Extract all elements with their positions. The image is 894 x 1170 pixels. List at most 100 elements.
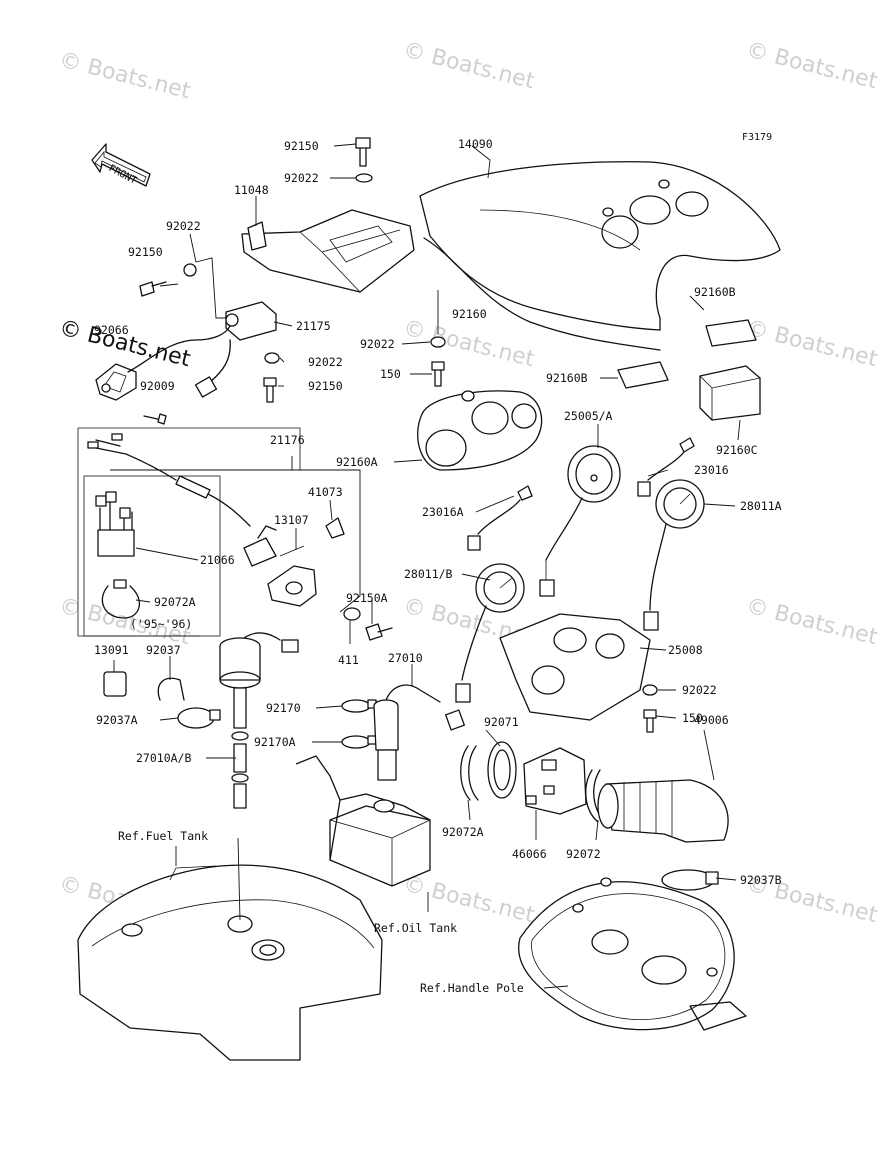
wire-13107 — [279, 545, 305, 557]
label-92022-center: 92022 — [360, 337, 395, 351]
label-27010AB: 27010A/B — [136, 751, 191, 765]
pickup-27010 — [373, 684, 465, 781]
label-92170A: 92170A — [254, 735, 296, 749]
label-25008: 25008 — [668, 643, 703, 657]
band-92072A-bottom — [460, 745, 479, 801]
label-92037A: 92037A — [96, 713, 138, 727]
label-92160C: 92160C — [716, 443, 758, 457]
watermark-bottom-center: © Boats.net — [401, 872, 538, 929]
washer-92022-top — [355, 173, 373, 183]
seal-92160 — [423, 237, 661, 351]
label-14090: 14090 — [458, 137, 493, 151]
cap-13091 — [103, 671, 127, 697]
label-21175: 21175 — [296, 319, 331, 333]
note-years: ('95~'96) — [130, 617, 192, 631]
label-92150-mid: 92150 — [308, 379, 343, 393]
bolt-92150-left — [139, 281, 167, 297]
label-28011A: 28011A — [740, 499, 782, 513]
grommet-92071 — [487, 741, 517, 799]
clamp-92037B — [661, 869, 719, 891]
plate-25008 — [499, 613, 651, 721]
inset-box-21066 — [83, 475, 221, 637]
band-92072A-box — [101, 579, 140, 619]
label-411: 411 — [338, 653, 359, 667]
bolt-92150-top — [355, 137, 371, 167]
label-92072A-box: 92072A — [154, 595, 196, 609]
sensor-23016 — [637, 437, 695, 497]
label-92022-mid: 92022 — [308, 355, 343, 369]
switch-13107 — [267, 565, 317, 607]
harness-wire-left — [127, 325, 231, 373]
label-23016: 23016 — [694, 463, 729, 477]
label-92066: 92066 — [94, 323, 129, 337]
sensor-23016A — [467, 485, 533, 551]
label-92072: 92072 — [566, 847, 601, 861]
filter-46066 — [523, 747, 587, 815]
bellows-49006 — [597, 779, 729, 843]
label-92072A-bottom: 92072A — [442, 825, 484, 839]
label-92160A: 92160A — [336, 455, 378, 469]
gauge-28011A — [643, 479, 705, 631]
label-150-center: 150 — [380, 367, 401, 381]
watermark-low-right: © Boats.net — [744, 594, 881, 651]
label-150-right: 150 — [682, 711, 703, 725]
washer-92022-right — [642, 684, 658, 696]
bracket-11048 — [241, 209, 415, 293]
watermark-mid-center: © Boats.net — [401, 316, 538, 373]
pad-92160B-center — [617, 361, 669, 389]
label-25005A: 25005/A — [564, 409, 613, 423]
label-92150A: 92150A — [346, 591, 388, 605]
part-labels: 92150 14090 92022 11048 92022 92150 2117… — [94, 137, 782, 995]
bolt-150-right — [643, 709, 657, 733]
label-92160B-right: 92160B — [694, 285, 736, 299]
label-27010: 27010 — [388, 651, 423, 665]
connector-left — [194, 376, 218, 398]
label-41073: 41073 — [308, 485, 343, 499]
harness-wire-left-2 — [209, 339, 231, 383]
watermark-top-left: © Boats.net — [57, 48, 194, 105]
relay-21066 — [95, 491, 135, 557]
ref-oil-tank: Ref.Oil Tank — [374, 921, 457, 935]
label-21176: 21176 — [270, 433, 305, 447]
label-92150-top: 92150 — [284, 139, 319, 153]
pad-92160B-right — [705, 319, 757, 347]
harness-21176 — [87, 433, 277, 567]
label-49006: 49006 — [694, 713, 729, 727]
handle-pole-base — [518, 877, 747, 1031]
label-13091: 13091 — [94, 643, 129, 657]
gauge-28011B — [455, 563, 525, 703]
front-arrow-icon: FRONT — [91, 143, 151, 187]
ref-handle-pole: Ref.Handle Pole — [420, 981, 524, 995]
watermark-top-center: © Boats.net — [401, 38, 538, 95]
clamp-92170A — [341, 735, 377, 749]
washer-92022-center — [430, 336, 446, 348]
label-92150-left: 92150 — [128, 245, 163, 259]
bolt-92150A — [365, 623, 393, 641]
clamp-92037A — [177, 707, 221, 729]
pickup-27010AB — [219, 632, 299, 809]
watermark-top-right: © Boats.net — [744, 38, 881, 95]
washer-411 — [343, 607, 361, 621]
label-11048: 11048 — [234, 183, 269, 197]
label-92071: 92071 — [484, 715, 519, 729]
gauge-25005A — [539, 445, 621, 597]
label-92022-right: 92022 — [682, 683, 717, 697]
label-92009: 92009 — [140, 379, 175, 393]
label-21066: 21066 — [200, 553, 235, 567]
label-46066: 46066 — [512, 847, 547, 861]
label-92037: 92037 — [146, 643, 181, 657]
label-28011B: 28011/B — [404, 567, 453, 581]
pad-92160C — [699, 365, 761, 421]
label-92022-top: 92022 — [284, 171, 319, 185]
screw-92009 — [143, 413, 167, 425]
watermark-mid-right: © Boats.net — [744, 316, 881, 373]
gauge-housing-92160A — [417, 390, 543, 471]
oil-tank — [295, 755, 431, 887]
figure-code: F3179 — [742, 132, 772, 143]
label-23016A: 23016A — [422, 505, 464, 519]
clamp-92170 — [341, 699, 377, 713]
clamp-41073 — [325, 517, 345, 539]
label-92170: 92170 — [266, 701, 301, 715]
band-92037 — [157, 677, 185, 701]
